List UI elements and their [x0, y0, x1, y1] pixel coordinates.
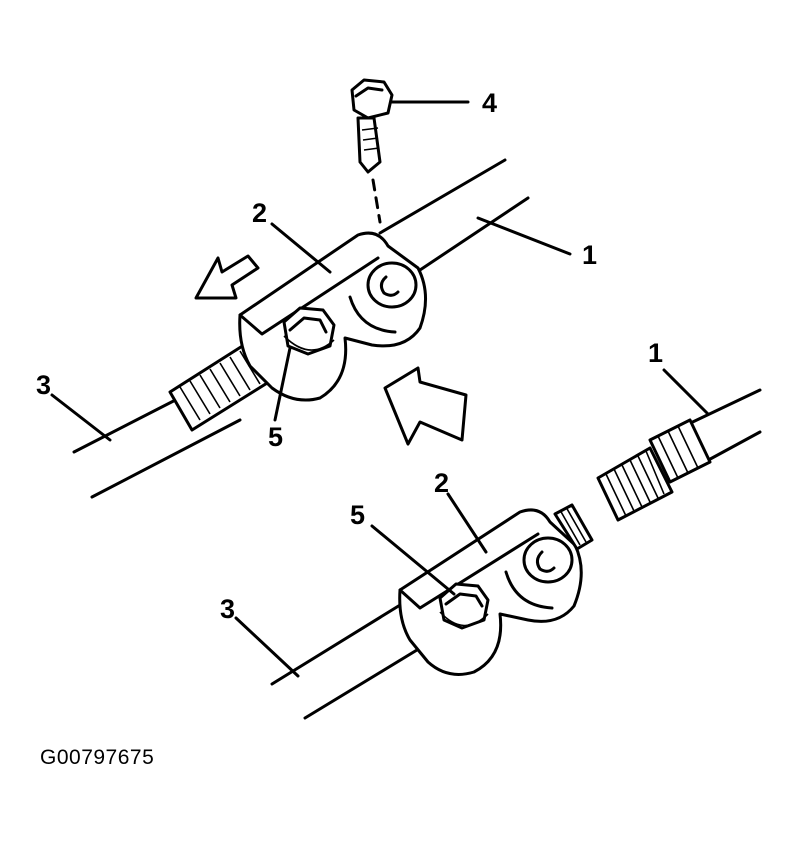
leader-upper-shaft-top: [476, 216, 572, 256]
callout-3-top: 3: [36, 370, 52, 400]
top-assembly: [50, 78, 572, 499]
callout-1-bottom: 1: [648, 338, 664, 368]
callout-2-top: 2: [252, 198, 268, 228]
nut-bottom: [438, 582, 490, 630]
leader-nut-bottom: [370, 524, 456, 596]
arrow-left-icon: [194, 254, 260, 300]
leader-nut-top: [273, 346, 292, 422]
callout-2-bottom: 2: [434, 468, 450, 498]
upper-shaft-top: [378, 158, 530, 272]
nut-top: [282, 306, 336, 356]
clamp-top: [238, 231, 427, 402]
bottom-assembly: [234, 368, 762, 720]
figure-id: G00797675: [40, 746, 155, 769]
callout-4-top: 4: [482, 88, 498, 118]
leader-clamp-bottom: [446, 492, 488, 554]
callout-3-bottom: 3: [220, 594, 236, 624]
leader-clamp-top: [270, 222, 332, 274]
bolt-top: [350, 78, 394, 224]
leader-lower-shaft-top: [50, 393, 112, 442]
leader-upper-shaft-bottom: [662, 368, 710, 416]
callout-1-top: 1: [582, 240, 598, 270]
upper-shaft-bottom: [596, 388, 762, 522]
arrow-down-right-icon: [383, 366, 468, 446]
callout-5-bottom: 5: [350, 500, 366, 530]
clamp-bottom: [398, 503, 594, 676]
callout-5-top: 5: [268, 422, 284, 452]
leader-lower-shaft-bottom: [234, 616, 300, 678]
